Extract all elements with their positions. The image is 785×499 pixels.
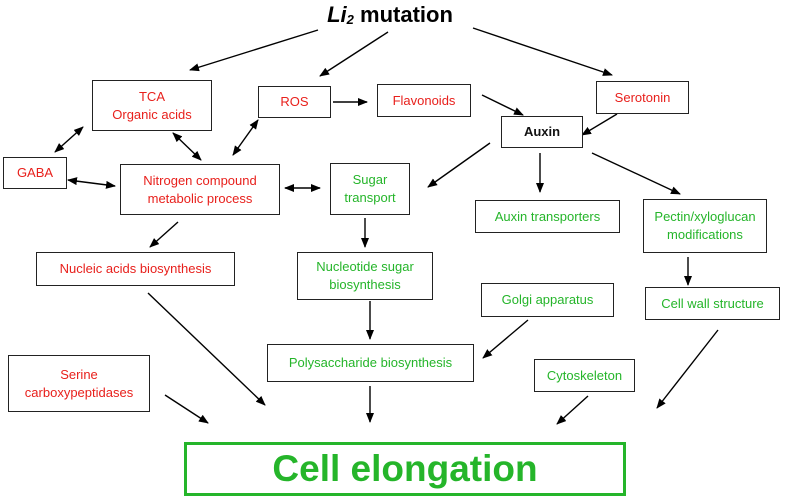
arrow-nitrogen-to-nucleic bbox=[149, 221, 179, 248]
arrow-auxin-to-pectin bbox=[591, 152, 681, 195]
node-serine: Serine carboxypeptidases bbox=[8, 355, 150, 412]
arrow-flavonoids-to-auxin bbox=[481, 94, 524, 116]
title-subscript: 2 bbox=[346, 12, 354, 27]
arrow-tca-nitrogen bbox=[172, 132, 202, 161]
node-cytoskeleton: Cytoskeleton bbox=[534, 359, 635, 392]
arrow-auxin-to-sugar bbox=[427, 142, 491, 188]
node-pectin: Pectin/xyloglucan modifications bbox=[643, 199, 767, 253]
node-nucleotide-sugar: Nucleotide sugar biosynthesis bbox=[297, 252, 433, 300]
arrow-li2-to-tca bbox=[189, 29, 319, 72]
node-auxin-transporters: Auxin transporters bbox=[475, 200, 620, 233]
arrow-tca-gaba bbox=[54, 126, 84, 153]
arrow-cytoskeleton-to-elongation bbox=[556, 395, 589, 425]
arrow-gaba-nitrogen bbox=[67, 177, 116, 189]
node-serotonin: Serotonin bbox=[596, 81, 689, 114]
node-ros: ROS bbox=[258, 86, 331, 118]
node-polysaccharide: Polysaccharide biosynthesis bbox=[267, 344, 474, 382]
node-gaba: GABA bbox=[3, 157, 67, 189]
title-gene: Li bbox=[327, 2, 347, 27]
arrow-ros-nitrogen bbox=[232, 119, 259, 156]
diagram-title: Li2 mutation bbox=[300, 2, 480, 28]
node-sugar-transport: Sugar transport bbox=[330, 163, 410, 215]
node-nitrogen: Nitrogen compound metabolic process bbox=[120, 164, 280, 215]
arrow-li2-to-ros bbox=[319, 31, 389, 77]
arrow-cellwall-to-elongation bbox=[656, 329, 719, 409]
arrow-serotonin-to-auxin bbox=[581, 113, 618, 136]
node-tca: TCA Organic acids bbox=[92, 80, 212, 131]
node-golgi: Golgi apparatus bbox=[481, 283, 614, 317]
node-nucleic: Nucleic acids biosynthesis bbox=[36, 252, 235, 286]
node-cell-elongation: Cell elongation bbox=[184, 442, 626, 496]
title-rest: mutation bbox=[353, 2, 453, 27]
arrow-serine-to-elongation bbox=[164, 394, 209, 424]
arrow-golgi-to-polysaccharide bbox=[482, 319, 529, 359]
node-auxin: Auxin bbox=[501, 116, 583, 148]
node-flavonoids: Flavonoids bbox=[377, 84, 471, 117]
arrow-nucleic-to-elongation bbox=[147, 292, 266, 406]
arrow-li2-to-serotonin bbox=[472, 27, 613, 76]
node-cell-wall: Cell wall structure bbox=[645, 287, 780, 320]
